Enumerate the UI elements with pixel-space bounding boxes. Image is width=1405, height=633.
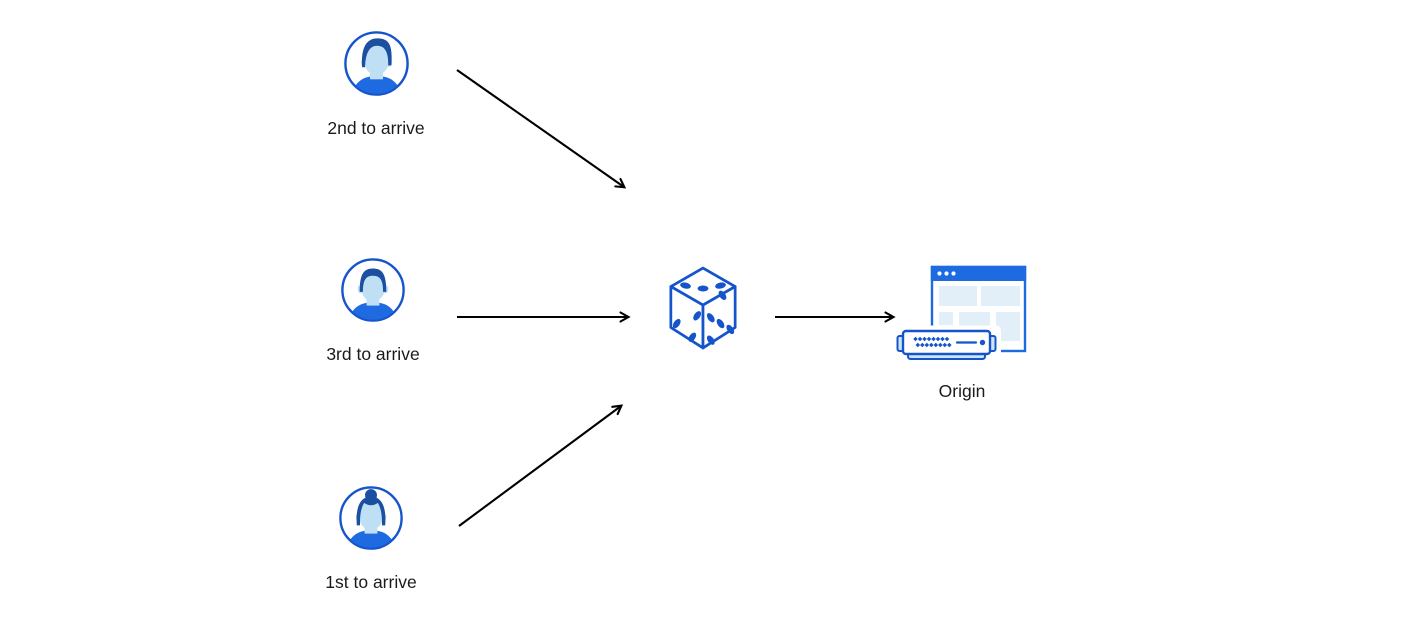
user-man-avatar-icon (341, 258, 405, 322)
arrow-visitor1-to-dice (458, 404, 624, 527)
node-visitor-1st: 1st to arrive (271, 485, 471, 592)
visitor-1st-label: 1st to arrive (325, 572, 417, 592)
user-woman-avatar-icon (339, 486, 403, 550)
visitor-3rd-label: 3rd to arrive (326, 344, 420, 364)
arrow-visitor2-to-dice (456, 69, 627, 189)
user-man-avatar-icon (343, 31, 409, 96)
node-visitor-2nd: 2nd to arrive (276, 30, 476, 138)
node-visitor-3rd: 3rd to arrive (273, 257, 473, 364)
node-randomizer (665, 265, 741, 356)
dice-icon (669, 266, 737, 350)
visitor-2nd-label: 2nd to arrive (327, 118, 425, 138)
origin-server-icon (894, 265, 1026, 360)
node-origin: Origin (862, 262, 1062, 401)
origin-label: Origin (938, 381, 986, 401)
